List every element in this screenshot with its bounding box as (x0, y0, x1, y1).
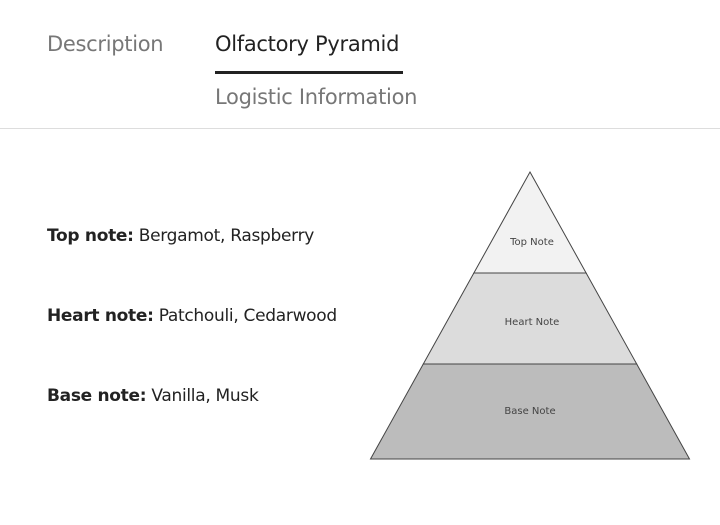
heart-note-value: Patchouli, Cedarwood (158, 306, 337, 326)
tab-logistic-information[interactable]: Logistic Information (215, 85, 418, 109)
heart-note-label: Heart note: (47, 306, 154, 326)
top-note-label: Top note: (47, 226, 134, 246)
base-note-value: Vanilla, Musk (151, 386, 259, 406)
pyramid-top-label: Top Note (509, 237, 554, 248)
tab-description[interactable]: Description (47, 32, 164, 56)
active-tab-indicator (215, 71, 403, 74)
top-note-text: Top note: Bergamot, Raspberry (47, 226, 314, 246)
divider (0, 128, 720, 129)
heart-note-text: Heart note: Patchouli, Cedarwood (47, 306, 337, 326)
base-note-label: Base note: (47, 386, 147, 406)
base-note-text: Base note: Vanilla, Musk (47, 386, 259, 406)
pyramid-base-level (369, 363, 691, 460)
pyramid-heart-label: Heart Note (505, 317, 560, 328)
pyramid-base-label: Base Note (504, 406, 555, 417)
tab-olfactory-pyramid[interactable]: Olfactory Pyramid (215, 32, 400, 56)
top-note-value: Bergamot, Raspberry (138, 226, 315, 246)
pyramid-top-level (473, 170, 587, 274)
